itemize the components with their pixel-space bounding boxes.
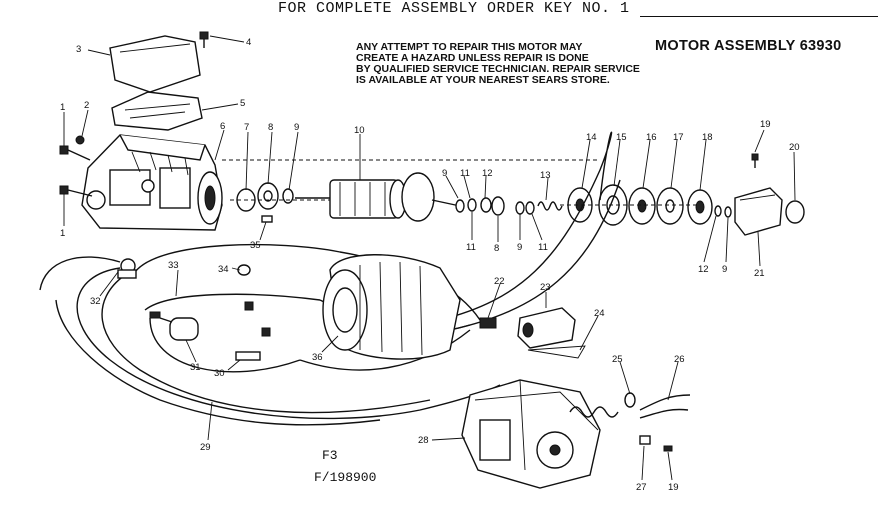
callout-35: 35 <box>250 240 261 251</box>
callout-20: 20 <box>789 142 800 153</box>
callout-16: 16 <box>646 132 657 143</box>
callout-9d: 9 <box>722 264 727 275</box>
connector-part-33 <box>149 311 161 319</box>
screw-part-19b <box>663 445 673 452</box>
capacitor-part-31 <box>159 317 199 341</box>
stator-part-36 <box>322 254 461 360</box>
bushing-part-20 <box>785 200 805 224</box>
washer-part-9c <box>525 201 535 215</box>
connector-part-22 <box>479 317 497 329</box>
callout-11c: 11 <box>538 242 548 253</box>
clip-part-11 <box>467 198 477 212</box>
callout-32: 32 <box>90 296 101 307</box>
switch-part-23 <box>517 307 576 349</box>
callout-23: 23 <box>540 282 551 293</box>
callout-1b: 1 <box>60 228 65 239</box>
motor-housing <box>81 134 223 231</box>
callout-7: 7 <box>244 122 249 133</box>
clip-part-11b <box>515 201 525 215</box>
leader-lines <box>63 35 796 481</box>
screw-part-4 <box>199 31 209 48</box>
figure-label: F3 <box>322 448 338 463</box>
callout-17: 17 <box>673 132 684 143</box>
washer-part-12b <box>714 205 722 217</box>
callout-6: 6 <box>220 121 225 132</box>
callout-30: 30 <box>214 368 225 379</box>
callout-labels: 1 1 2 3 4 5 6 7 8 9 35 10 9 11 12 13 11 … <box>60 37 800 493</box>
callout-22: 22 <box>494 276 505 287</box>
washer-part-9d <box>724 206 732 218</box>
washer-part-9b <box>455 199 465 213</box>
bracket-part-24 <box>527 345 586 359</box>
callout-31: 31 <box>190 362 201 373</box>
callout-19: 19 <box>760 119 771 130</box>
callout-21: 21 <box>754 268 765 279</box>
top-cover <box>109 35 201 93</box>
bearing-part-8b <box>491 196 505 216</box>
callout-9b: 9 <box>442 168 447 179</box>
callout-8b: 8 <box>494 243 499 254</box>
cap-part-34 <box>237 264 251 276</box>
callout-13: 13 <box>540 170 551 181</box>
clip-part-27 <box>639 435 651 445</box>
callout-27: 27 <box>636 482 647 493</box>
callout-1: 1 <box>60 102 65 113</box>
callout-5: 5 <box>240 98 245 109</box>
washer-part-12 <box>480 197 492 213</box>
gearbox-part-28 <box>461 379 601 489</box>
callout-26: 26 <box>674 354 685 365</box>
callout-8: 8 <box>268 122 273 133</box>
spring-part-13 <box>537 201 563 211</box>
callout-4: 4 <box>246 37 251 48</box>
callout-10: 10 <box>354 125 365 136</box>
callout-24: 24 <box>594 308 605 319</box>
callout-18: 18 <box>702 132 713 143</box>
callout-9c: 9 <box>517 242 522 253</box>
callout-19b: 19 <box>668 482 679 493</box>
warning-line: BY QUALIFIED SERVICE TECHNICIAN. REPAIR … <box>356 63 640 75</box>
callout-11: 11 <box>460 168 470 179</box>
switch-plate <box>111 91 203 131</box>
rotor-part-10 <box>295 172 461 222</box>
screw-part-19 <box>751 153 759 168</box>
callout-15: 15 <box>616 132 627 143</box>
callout-2: 2 <box>84 100 89 111</box>
screw-part-2 <box>75 135 85 145</box>
callout-36: 36 <box>312 352 323 363</box>
figure-code: F/198900 <box>314 470 377 485</box>
callout-12: 12 <box>482 168 493 179</box>
connector-part-32 <box>117 258 137 279</box>
warning-line: ANY ATTEMPT TO REPAIR THIS MOTOR MAY <box>356 41 583 53</box>
wire-part-26 <box>639 394 691 419</box>
callout-34: 34 <box>218 264 229 275</box>
washer-part-9 <box>282 188 294 204</box>
callout-28: 28 <box>418 435 429 446</box>
warning-line: CREATE A HAZARD UNLESS REPAIR IS DONE <box>356 52 589 64</box>
order-note: FOR COMPLETE ASSEMBLY ORDER KEY NO. 1 <box>278 0 630 17</box>
terminal-part-30 <box>235 351 261 361</box>
callout-25: 25 <box>612 354 623 365</box>
warning-text: ANY ATTEMPT TO REPAIR THIS MOTOR MAY CRE… <box>356 42 736 86</box>
header-underline <box>640 16 878 17</box>
warning-line: IS AVAILABLE AT YOUR NEAREST SEARS STORE… <box>356 74 610 86</box>
key-part-35 <box>261 215 273 223</box>
callout-14: 14 <box>586 132 597 143</box>
callout-3: 3 <box>76 44 81 55</box>
wire-harness <box>39 131 621 426</box>
callout-12b: 12 <box>698 264 709 275</box>
callout-29: 29 <box>200 442 211 453</box>
callout-33: 33 <box>168 260 179 271</box>
diagram-title: MOTOR ASSEMBLY 63930 <box>655 38 842 54</box>
callout-11b: 11 <box>466 242 476 253</box>
end-bell-part-21 <box>734 187 783 236</box>
callout-9: 9 <box>294 122 299 133</box>
